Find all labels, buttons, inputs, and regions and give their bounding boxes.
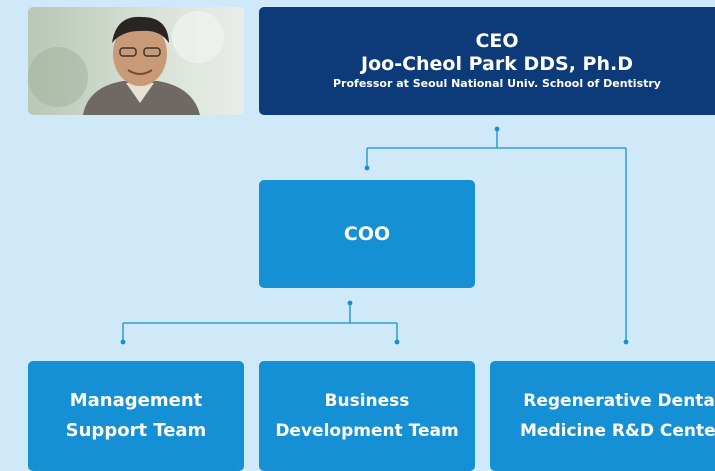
coo-box: COO: [259, 180, 475, 288]
ceo-portrait-image: [28, 7, 244, 115]
rnd-center-box: Regenerative Dental Medicine R&D Center: [490, 361, 715, 471]
team-label-line1: Regenerative Dental: [523, 391, 715, 411]
connector-dot: [394, 339, 400, 345]
team-label-line1: Business: [324, 391, 410, 411]
ceo-title: CEO: [475, 30, 519, 52]
connector-dot: [120, 339, 126, 345]
ceo-name: Joo-Cheol Park DDS, Ph.D: [361, 53, 633, 75]
ceo-box: CEO Joo-Cheol Park DDS, Ph.D Professor a…: [259, 7, 715, 115]
connector-dot: [347, 300, 353, 306]
coo-connector: [122, 303, 398, 342]
ceo-description: Professor at Seoul National Univ. School…: [333, 77, 661, 90]
connector-dot: [623, 339, 629, 345]
connector-dot: [494, 126, 500, 132]
team-label-line2: Development Team: [275, 421, 459, 441]
coo-title: COO: [343, 223, 391, 245]
team-label-line2: Medicine R&D Center: [520, 421, 715, 441]
management-support-team-box: Management Support Team: [28, 361, 244, 471]
connector-dot: [364, 165, 370, 171]
ceo-portrait: [28, 7, 244, 115]
business-development-team-box: Business Development Team: [259, 361, 475, 471]
team-label-line2: Support Team: [65, 420, 207, 441]
team-label-line1: Management: [69, 390, 203, 411]
